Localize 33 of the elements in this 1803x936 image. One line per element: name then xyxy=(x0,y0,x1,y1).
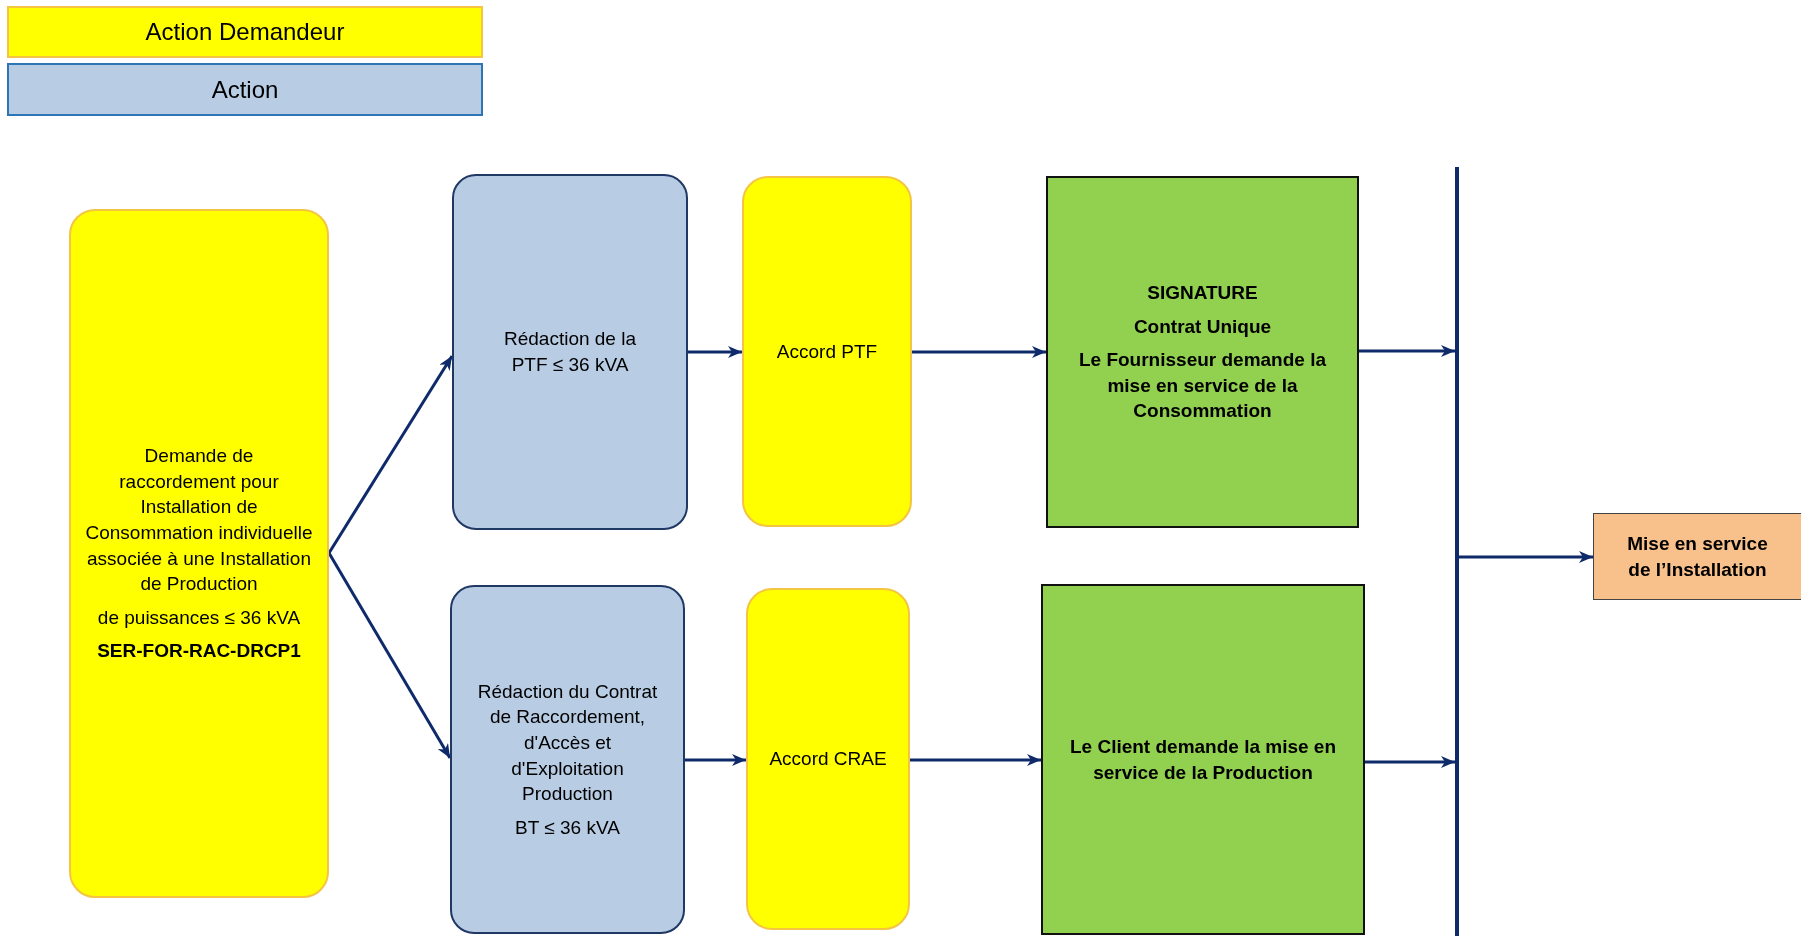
action-box xyxy=(1041,584,1365,935)
legend-label: Action xyxy=(211,75,279,104)
request-step-box xyxy=(746,588,910,930)
node-text: Accord CRAE xyxy=(769,747,887,772)
arrow xyxy=(1359,345,1455,357)
arrow xyxy=(688,346,742,358)
arrow xyxy=(327,355,454,554)
node-text: Le Client demande la mise en service de la Production xyxy=(1068,734,1338,785)
junction-bar xyxy=(1455,167,1459,936)
arrow xyxy=(685,754,746,766)
node-text: Rédaction de la PTF ≤ 36 kVA xyxy=(502,327,637,377)
node-text: Rédaction du Contrat de Raccordement, d'Accès et d'Exploitation Production xyxy=(476,679,659,807)
request-step-box xyxy=(69,209,329,898)
arrow xyxy=(912,346,1046,358)
node-text: de puissances ≤ 36 kVA xyxy=(97,605,301,630)
node-text: BT ≤ 36 kVA xyxy=(515,815,620,840)
process-box xyxy=(452,174,688,530)
node-text: SER-FOR-RAC-DRCP1 xyxy=(97,639,301,664)
action-box xyxy=(1046,176,1359,528)
node-text: Demande de raccordement pour Installation de Consommation individuelle associée à une Installation de Production xyxy=(84,443,314,597)
node-text: Mise en service de l’Installation xyxy=(1626,531,1769,582)
request-step-box xyxy=(742,176,912,527)
arrow xyxy=(910,754,1041,766)
node-text: SIGNATURE xyxy=(1147,280,1258,305)
node-text: Le Fournisseur demande la mise en service de la Consommation xyxy=(1077,348,1328,424)
arrow xyxy=(327,552,452,759)
node-text: Contrat Unique xyxy=(1133,314,1272,339)
arrow xyxy=(1365,756,1455,768)
node-text: Accord PTF xyxy=(776,339,878,364)
legend-label: Action Demandeur xyxy=(145,18,345,46)
process-box xyxy=(450,585,685,934)
arrow xyxy=(1459,551,1593,563)
outcome-box xyxy=(1593,513,1801,600)
